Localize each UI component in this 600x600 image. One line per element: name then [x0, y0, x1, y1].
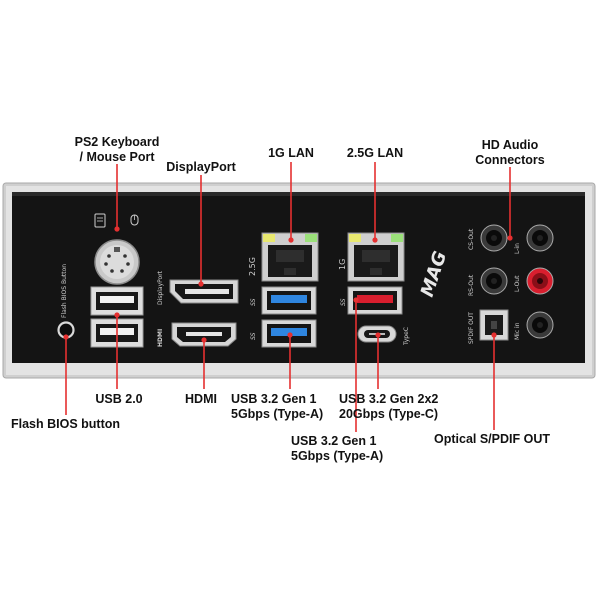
usb32-gen1-port-top[interactable] [261, 286, 317, 315]
label-usb20: USB 2.0 [95, 392, 143, 406]
label-flash-bios: Flash BIOS button [11, 417, 121, 431]
panel-text-l-in: L-in [514, 243, 521, 254]
label-ps2: PS2 Keyboard/ Mouse Port [74, 135, 160, 164]
audio-jack-rs-out[interactable] [480, 267, 508, 295]
callout-lines [65, 162, 511, 432]
panel-text-typec: TypeC [403, 327, 410, 346]
label-1g-lan: 1G LAN [268, 146, 314, 160]
callout-dots [63, 226, 513, 343]
ps2-mouse-icon [130, 214, 139, 226]
panel-text-spdif-out: SPDIF OUT [468, 312, 475, 344]
audio-jack-cs-out[interactable] [480, 224, 508, 252]
label-2-5g-lan: 2.5G LAN [346, 146, 404, 160]
hdmi-port[interactable] [171, 322, 237, 347]
label-optical-spdif: Optical S/PDIF OUT [434, 432, 550, 446]
panel-text-hdmi: HDMI [157, 329, 164, 347]
panel-text-displayport: DisplayPort [157, 270, 164, 305]
usb20-port-top[interactable] [90, 286, 144, 316]
audio-jack-l-out[interactable] [526, 267, 554, 295]
panel-text-2-5g: 2.5G [248, 257, 257, 276]
ps2-keyboard-icon [94, 213, 106, 228]
panel-text-cs-out: CS-Out [468, 228, 475, 250]
panel-text-1g: 1G [338, 259, 347, 270]
usb32-gen1-port-red[interactable] [347, 286, 403, 315]
audio-jack-mic-in[interactable] [526, 311, 554, 339]
ss-logo-c: SS [340, 298, 347, 306]
label-hdmi: HDMI [185, 392, 217, 406]
panel-text-mic-in: Mic in [514, 322, 521, 340]
audio-jack-l-in[interactable] [526, 224, 554, 252]
panel-text-rs-out: RS-Out [468, 274, 475, 296]
lan-1g-port[interactable] [261, 232, 319, 282]
displayport-port[interactable] [169, 279, 239, 304]
ss-logo-a: SS [250, 298, 257, 306]
panel-text-flash-bios: Flash BIOS Button [61, 264, 68, 318]
ps2-port[interactable] [94, 239, 140, 285]
ss-logo-b: SS [250, 332, 257, 340]
label-displayport: DisplayPort [166, 160, 236, 174]
panel-text-l-out: L-Out [514, 275, 521, 292]
